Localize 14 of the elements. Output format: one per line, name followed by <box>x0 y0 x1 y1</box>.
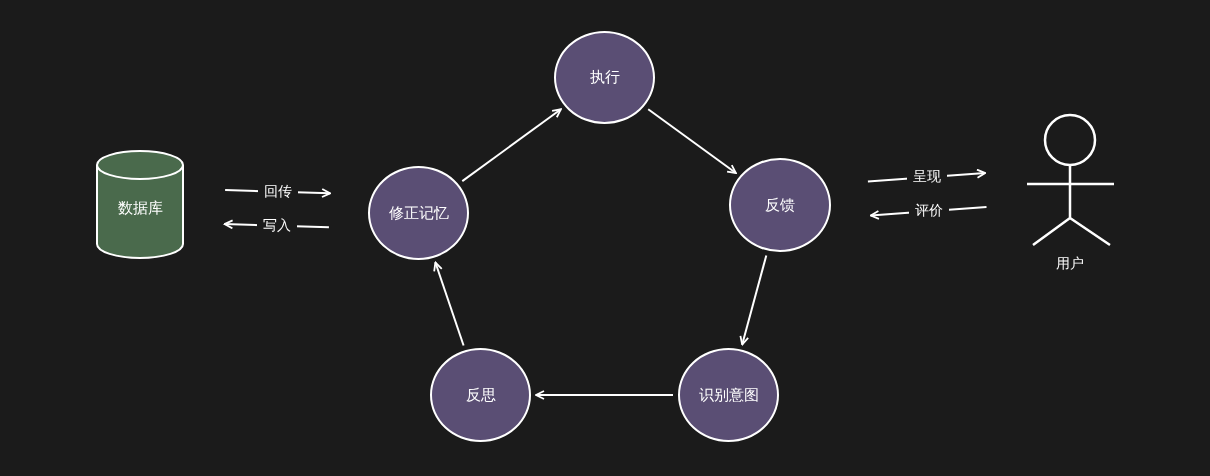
process-circle: 反馈 <box>729 158 831 252</box>
process-circle: 反思 <box>430 348 531 442</box>
arrow <box>647 108 737 174</box>
process-circle: 修正记忆 <box>368 166 469 260</box>
person-label: 用户 <box>1055 255 1085 273</box>
process-circle: 识别意图 <box>678 348 779 442</box>
edge-label: 回传 <box>257 182 298 201</box>
arrow <box>535 390 674 400</box>
cylinder-label: 数据库 <box>116 198 164 218</box>
edge-label: 写入 <box>256 216 297 235</box>
arrow <box>461 108 562 183</box>
arrow <box>739 254 768 346</box>
arrow <box>433 261 465 347</box>
process-circle: 执行 <box>554 31 655 124</box>
